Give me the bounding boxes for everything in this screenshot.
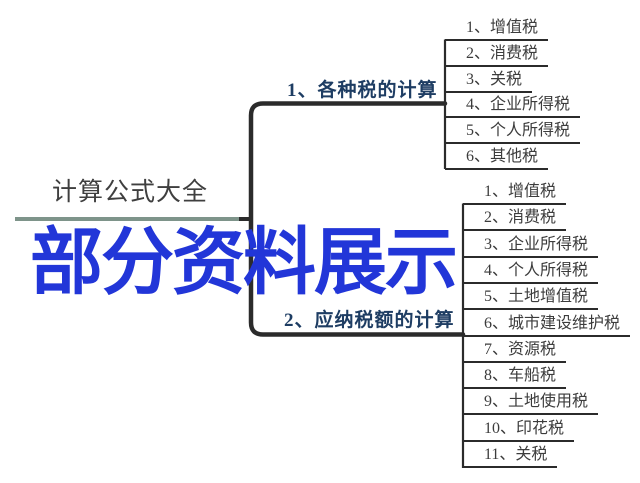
leaf-topic[interactable]: 10、印花税 [463, 419, 575, 442]
watermark-overlay: 部分资料展示 [30, 222, 458, 303]
root-topic[interactable]: 计算公式大全 [52, 179, 209, 206]
leaf-topic[interactable]: 6、其他税 [445, 147, 549, 170]
leaf-topic[interactable]: 4、企业所得税 [445, 95, 581, 119]
leaf-topic[interactable]: 3、企业所得税 [463, 235, 599, 258]
branch-1-topic[interactable]: 1、各种税的计算 [287, 80, 438, 101]
leaf-topic[interactable]: 2、消费税 [445, 44, 549, 67]
leaf-topic[interactable]: 4、个人所得税 [463, 261, 599, 284]
leaf-topic[interactable]: 7、资源税 [463, 340, 567, 363]
leaf-topic[interactable]: 3、关税 [445, 70, 533, 93]
branch-2-topic[interactable]: 2、应纳税额的计算 [284, 310, 455, 331]
root-topic-underline [15, 217, 239, 221]
leaf-topic[interactable]: 1、增值税 [463, 182, 567, 205]
leaf-topic[interactable]: 5、土地增值税 [463, 287, 599, 311]
leaf-topic[interactable]: 11、关税 [463, 445, 558, 468]
leaf-topic[interactable]: 9、土地使用税 [463, 392, 599, 416]
leaf-topic[interactable]: 2、消费税 [463, 208, 567, 232]
leaf-topic[interactable]: 8、车船税 [463, 366, 567, 390]
leaf-topic[interactable]: 1、增值税 [445, 18, 549, 41]
leaf-topic[interactable]: 5、个人所得税 [445, 121, 581, 145]
leaf-topic[interactable]: 6、城市建设维护税 [463, 314, 631, 337]
